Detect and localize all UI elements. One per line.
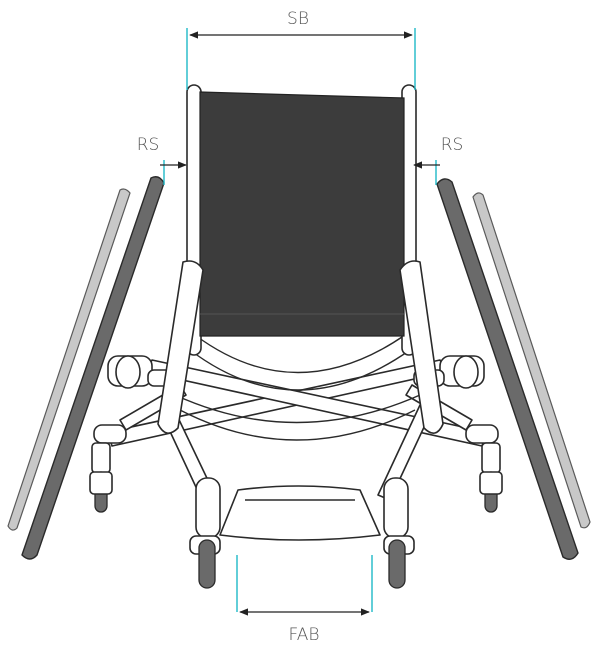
rs-right-label: RS [441, 135, 464, 155]
right-side-guard [399, 260, 444, 434]
left-rim-spacing-dimension: RS [137, 135, 187, 185]
rs-left-label: RS [137, 135, 160, 155]
left-outer-push-rim [7, 188, 131, 531]
sb-label: SB [287, 9, 309, 29]
left-rear-caster [89, 424, 127, 513]
right-inner-push-rim [436, 178, 579, 560]
backrest-upholstery [199, 91, 405, 337]
footrest [219, 485, 381, 541]
left-inner-push-rim [21, 176, 165, 560]
front-axle-width-dimension: FAB [236, 555, 373, 645]
right-rim-spacing-dimension: RS [413, 135, 464, 185]
seat-sling [174, 334, 421, 441]
fab-label: FAB [289, 625, 320, 645]
seat-back-width-dimension: SB [186, 9, 416, 90]
right-front-caster [383, 535, 415, 589]
right-front-frame-tube [377, 404, 433, 539]
left-side-guard [157, 260, 204, 434]
right-outer-push-rim [472, 192, 591, 529]
left-front-caster [189, 535, 221, 589]
right-rear-caster [465, 424, 503, 513]
